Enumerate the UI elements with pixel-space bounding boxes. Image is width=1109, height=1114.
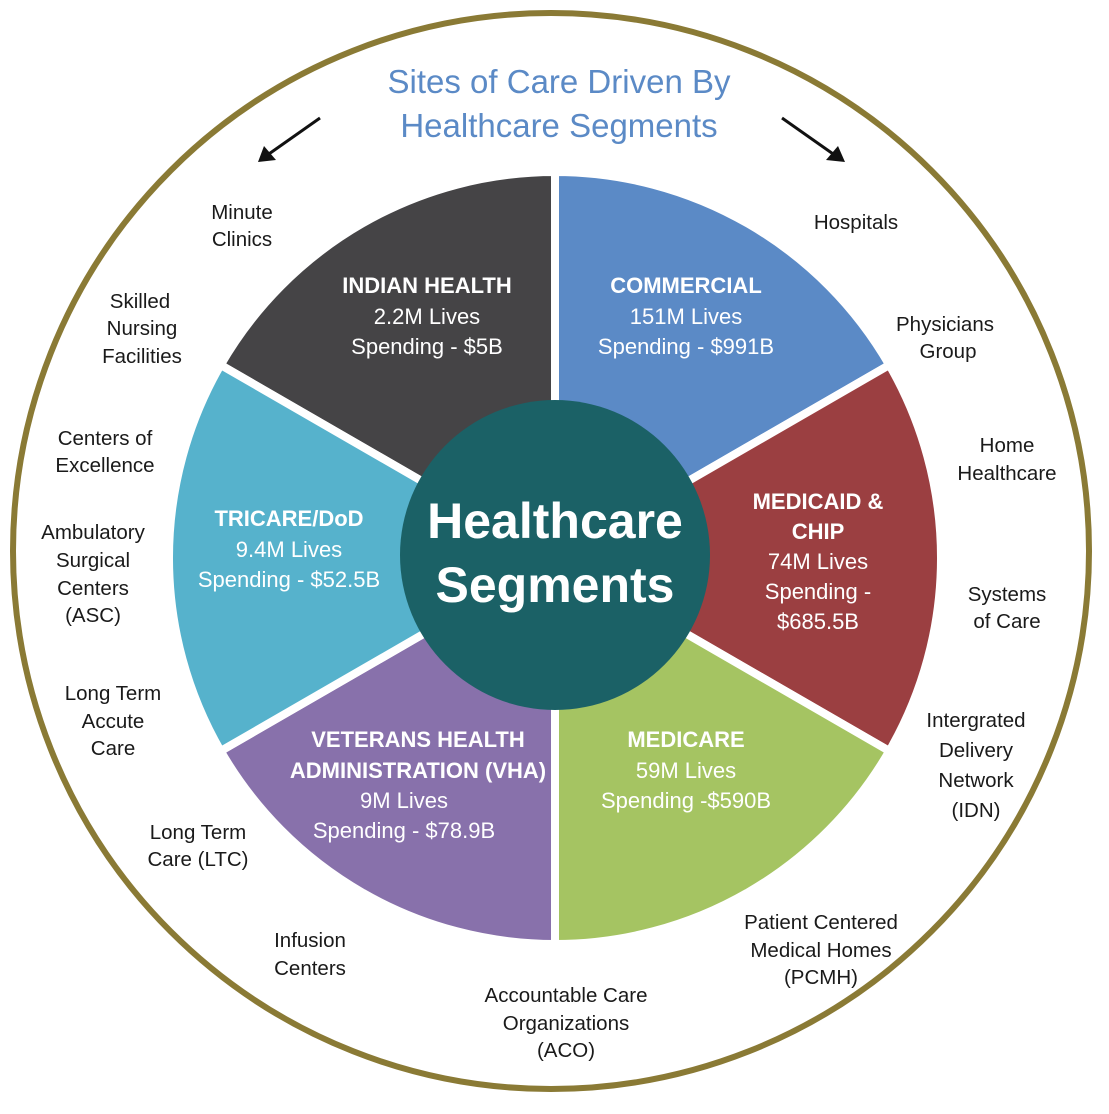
outer-ring	[10, 10, 1092, 1092]
